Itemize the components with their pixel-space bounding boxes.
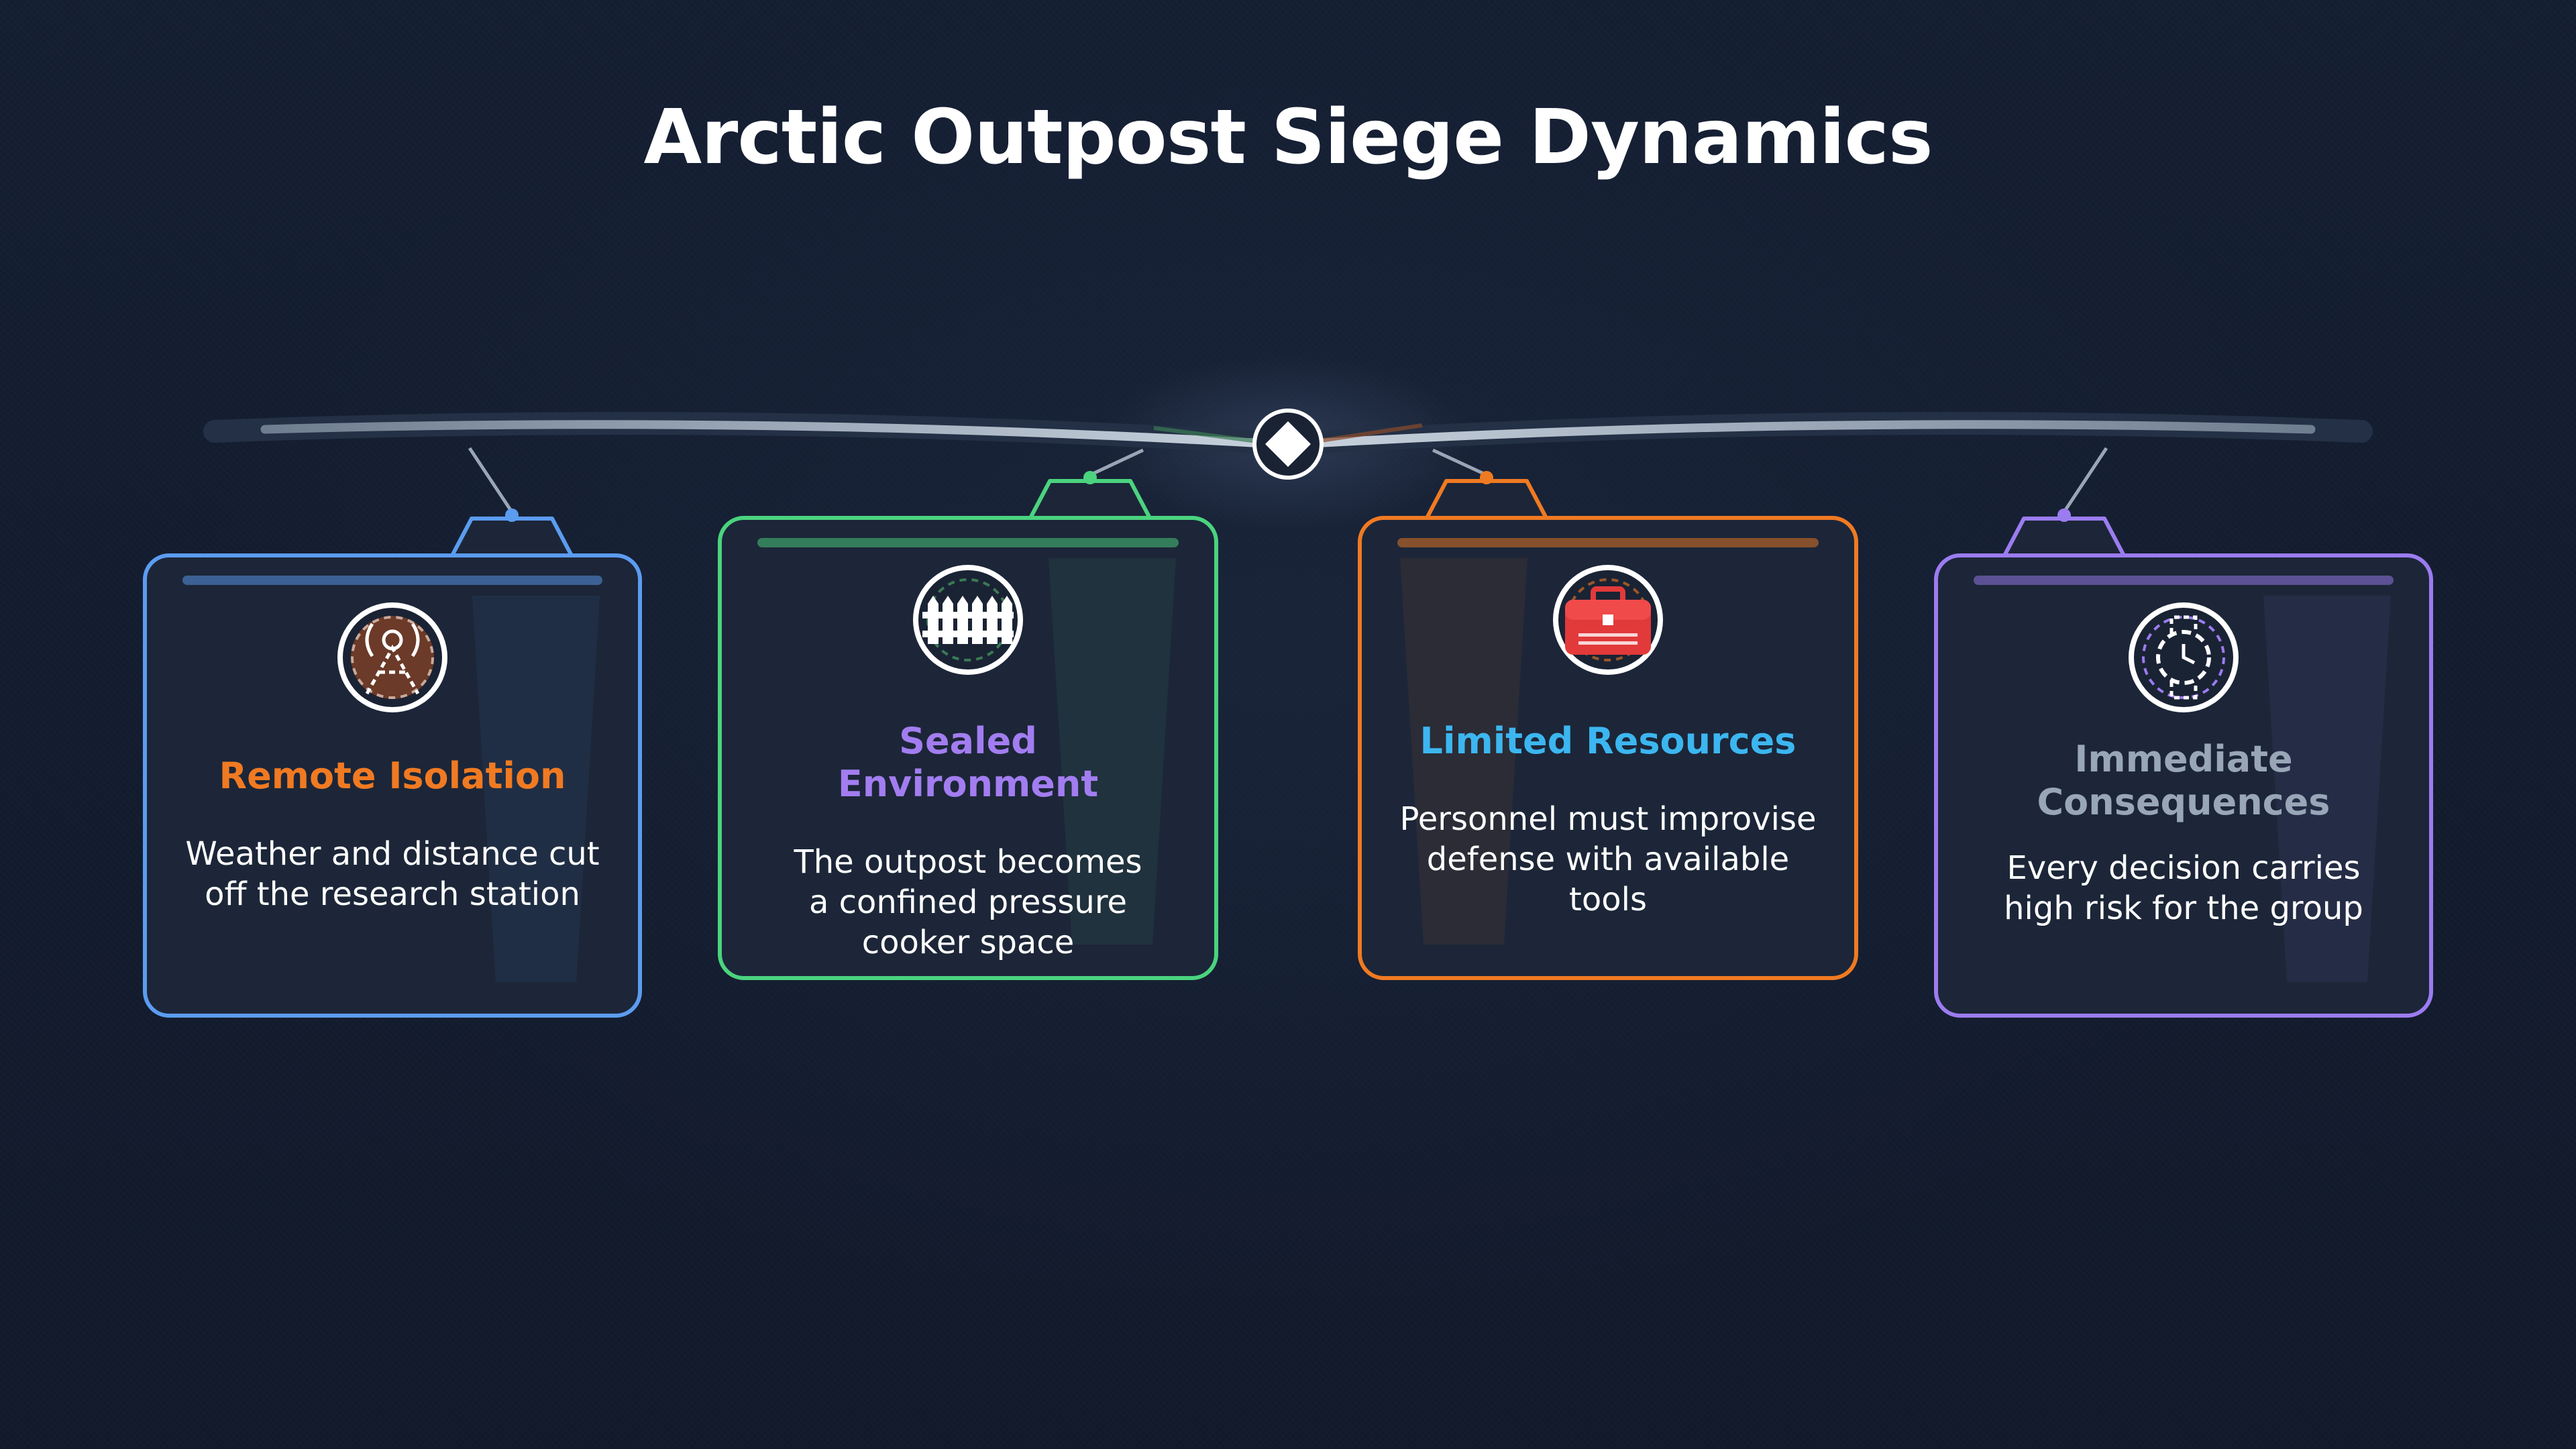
watch-icon <box>2129 602 2239 712</box>
hanging-wires <box>468 447 2108 513</box>
light-beam <box>2263 596 2391 982</box>
light-beam <box>472 596 600 982</box>
card-accent-bar <box>1974 576 2394 585</box>
card-3 <box>1358 471 1858 980</box>
card-frame <box>1934 553 2433 1018</box>
card-frame <box>143 553 642 1018</box>
toolbox-icon <box>1553 565 1663 675</box>
hanger-tab <box>2002 517 2127 559</box>
card-frame <box>1358 516 1858 980</box>
radio-tower-icon <box>337 602 447 712</box>
connector-dot <box>2057 508 2071 522</box>
page-title: Arctic Outpost Siege Dynamics <box>643 94 1933 181</box>
card-description: The outpost becomes a confined pressure … <box>794 843 1142 961</box>
card-description: Every decision carries high risk for the… <box>2004 849 2363 927</box>
connector-dot <box>1480 471 1493 484</box>
card-heading: Limited Resources <box>1419 720 1796 762</box>
card-heading: Sealed Environment <box>837 720 1099 805</box>
hanger-tab <box>449 517 574 559</box>
card-1 <box>143 508 642 1018</box>
light-beam <box>1400 558 1527 945</box>
card-4 <box>1934 508 2433 1018</box>
hanger-tab <box>1424 479 1549 521</box>
light-beam <box>1049 558 1176 945</box>
card-description: Weather and distance cut off the researc… <box>185 835 600 913</box>
pivot-diamond-icon <box>1252 409 1324 480</box>
card-2 <box>718 471 1218 980</box>
cards-layer <box>143 471 2433 1018</box>
fence-icon <box>913 565 1023 675</box>
connector-dot <box>505 508 519 522</box>
connector-dot <box>1083 471 1097 484</box>
card-heading: Remote Isolation <box>219 755 566 797</box>
card-frame <box>718 516 1218 980</box>
card-heading: Immediate Consequences <box>2037 738 2330 823</box>
card-accent-bar <box>1397 538 1819 547</box>
card-description: Personnel must improvise defense with av… <box>1399 800 1817 918</box>
card-accent-bar <box>757 538 1179 547</box>
hanger-tab <box>1028 479 1152 521</box>
card-accent-bar <box>182 576 602 585</box>
